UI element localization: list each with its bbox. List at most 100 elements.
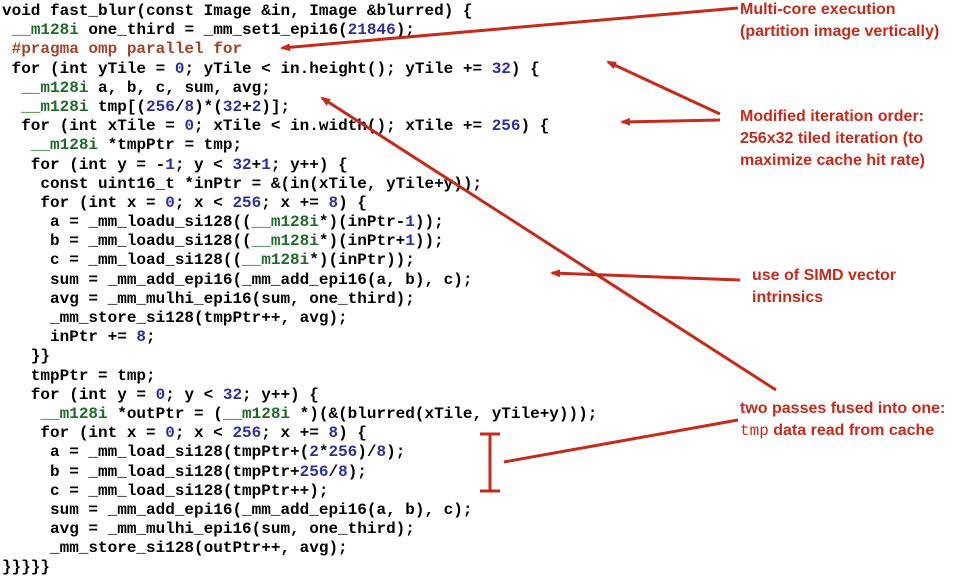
code-token: ; x < <box>174 424 233 443</box>
annotation-iteration-line2: 256x32 tiled iteration (to <box>740 130 924 147</box>
code-token: + <box>251 155 262 174</box>
code-token: _mm_store_si128(tmpPtr++, avg); <box>2 309 348 327</box>
code-token: *)(inPtr- <box>318 213 406 232</box>
code-line: for (int y = -1; y < 32+1; y++) { <box>2 156 597 175</box>
code-token: 256 <box>491 117 521 136</box>
code-token: / <box>328 462 339 481</box>
code-token: 256 <box>299 462 329 481</box>
code-token: tmpPtr = tmp; <box>2 366 156 385</box>
code-token: c = _mm_load_si128(( <box>2 251 243 270</box>
code-token: sum = _mm_add_epi16(_mm_add_epi16(a, b),… <box>2 270 473 289</box>
code-token: for (int xTile = <box>2 117 185 136</box>
code-token: ; x += <box>261 424 329 443</box>
code-token: a = _mm_loadu_si128(( <box>2 213 252 232</box>
code-token: 32 <box>491 59 511 78</box>
code-token: 0 <box>184 117 195 136</box>
code-token: )*( <box>194 97 223 116</box>
code-line: }} <box>2 347 597 366</box>
code-line: sum = _mm_add_epi16(_mm_add_epi16(a, b),… <box>2 271 597 290</box>
code-token: *)(&(blurred(xTile, yTile+y))); <box>290 404 598 423</box>
code-token: _mm_store_si128(outPtr++, avg); <box>2 539 348 558</box>
code-token: __m128i <box>251 213 319 232</box>
code-token: ); <box>386 443 406 462</box>
code-token: __m128i <box>21 97 89 116</box>
code-token: ; x < <box>174 193 233 212</box>
code-token: ; y++) { <box>242 385 319 404</box>
code-token: 8 <box>328 193 339 212</box>
code-token: for (int y = <box>2 385 156 404</box>
code-line: c = _mm_load_si128((__m128i*)(inPtr)); <box>2 251 597 270</box>
code-listing: void fast_blur(const Image &in, Image &b… <box>2 2 597 578</box>
code-token: for (int x = <box>2 193 166 212</box>
code-line: sum = _mm_add_epi16(_mm_add_epi16(a, b),… <box>2 501 597 520</box>
code-token: one_third = _mm_set1_epi16( <box>78 21 348 40</box>
code-line: _mm_store_si128(outPtr++, avg); <box>2 539 597 558</box>
code-token: 2 <box>251 97 262 116</box>
code-token: 1 <box>261 155 271 174</box>
code-line: __m128i tmp[(256/8)*(32+2)]; <box>2 98 597 117</box>
code-token: __m128i <box>222 404 291 423</box>
code-token: ; y++) { <box>270 155 348 174</box>
code-token: 8 <box>338 462 348 481</box>
code-token: a = _mm_load_si128(tmpPtr+( <box>2 443 310 462</box>
code-token: 0 <box>165 193 175 212</box>
code-token: __m128i <box>251 232 319 251</box>
code-token: const uint16_t *inPtr = &(in(xTile, yTil… <box>2 174 483 193</box>
code-token: 32 <box>232 155 252 174</box>
code-token: tmp[( <box>88 97 147 116</box>
code-token: for (int y = - <box>2 155 166 174</box>
code-token: for (int x = <box>2 424 166 443</box>
code-token: ); <box>395 21 415 40</box>
code-token: *outPtr = ( <box>107 404 223 423</box>
code-token: ; y < <box>174 155 233 174</box>
code-token: 8 <box>184 97 195 116</box>
code-token: ) { <box>510 59 540 78</box>
code-token: 256 <box>232 424 262 443</box>
code-token: 0 <box>155 385 166 404</box>
annotation-fused-rest: data read from cache <box>768 422 935 439</box>
code-token: ; yTile < in.height(); yTile += <box>184 59 492 78</box>
code-token: c = _mm_load_si128(tmpPtr++); <box>2 481 329 500</box>
code-line: avg = _mm_mulhi_epi16(sum, one_third); <box>2 290 597 309</box>
code-token: 0 <box>174 59 185 78</box>
code-token: 0 <box>165 424 175 443</box>
code-token: Image &in, Image &blurred) { <box>194 2 473 20</box>
code-line: const uint16_t *inPtr = &(in(xTile, yTil… <box>2 175 597 194</box>
arrow-tmp-decl <box>320 96 777 392</box>
code-line: for (int x = 0; x < 256; x += 8) { <box>2 424 597 443</box>
code-token: __m128i <box>21 78 89 97</box>
code-token: / <box>174 97 185 116</box>
code-token: __m128i <box>242 251 310 270</box>
annotation-fused-line1: two passes fused into one: <box>740 400 946 417</box>
code-line: inPtr += 8; <box>2 328 597 347</box>
code-token: ); <box>347 462 367 481</box>
arrow-xtile <box>620 117 721 126</box>
code-token: *)(inPtr)); <box>309 251 415 270</box>
code-token: )/ <box>357 443 377 462</box>
code-token: )); <box>414 232 444 251</box>
code-token: ) { <box>338 424 367 443</box>
code-token: a, b, c, sum, avg; <box>88 78 271 97</box>
code-token: )); <box>414 213 444 232</box>
code-token: ; y < <box>165 385 223 404</box>
code-token: 1 <box>405 232 415 251</box>
annotation-multicore-line2: (partition image vertically) <box>740 23 940 40</box>
code-token: avg = _mm_mulhi_epi16(sum, one_third); <box>2 289 415 308</box>
annotation-iteration-line1: Modified iteration order: <box>740 108 924 125</box>
code-token: void fast_blur( <box>2 2 147 20</box>
annotation-multicore-line1: Multi-core execution <box>740 1 896 18</box>
code-token: b = _mm_loadu_si128(( <box>2 232 252 251</box>
code-token: )]; <box>261 97 291 116</box>
code-token: __m128i <box>30 136 99 155</box>
code-token: 1 <box>405 213 415 232</box>
code-token: b = _mm_load_si128(tmpPtr+ <box>2 462 300 481</box>
code-token: for (int yTile = <box>2 59 175 78</box>
code-token: *)(inPtr+ <box>318 232 406 251</box>
code-line: __m128i one_third = _mm_set1_epi16(21846… <box>2 21 597 40</box>
code-line: tmpPtr = tmp; <box>2 367 597 386</box>
annotation-multicore: Multi-core execution (partition image ve… <box>740 0 939 43</box>
code-token: __m128i <box>11 21 79 40</box>
code-line: __m128i a, b, c, sum, avg; <box>2 79 597 98</box>
arrow-fused <box>503 418 739 464</box>
code-line: b = _mm_loadu_si128((__m128i*)(inPtr+1))… <box>2 232 597 251</box>
